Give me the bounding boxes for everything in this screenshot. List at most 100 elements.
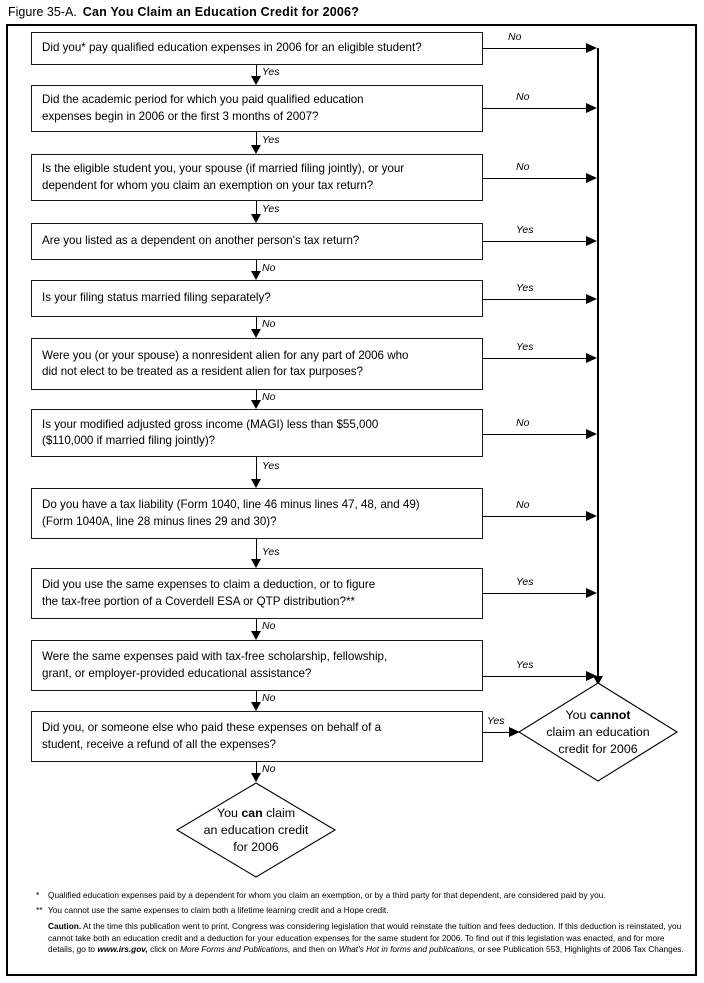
right-trunk-line xyxy=(597,48,599,684)
connector-q5-to-q6 xyxy=(256,317,257,329)
arrow-right-q7-side xyxy=(586,429,597,439)
caution-site-link[interactable]: www.irs.gov, xyxy=(97,944,148,955)
connector-q8-to-q9 xyxy=(256,539,257,559)
connector-q7-to-q8 xyxy=(256,457,257,479)
branch-label-q9-down: No xyxy=(262,620,276,632)
branch-label-q7-down: Yes xyxy=(262,460,280,472)
question-box-q5-married-separately[interactable]: Is your filing status married filing sep… xyxy=(31,280,483,317)
question-box-q4-listed-dependent[interactable]: Are you listed as a dependent on another… xyxy=(31,223,483,260)
figure-heading: Can You Claim an Education Credit for 20… xyxy=(82,5,360,19)
terminal-cannot-claim[interactable]: You cannot claim an education credit for… xyxy=(517,682,679,782)
arrow-right-q1-side xyxy=(586,43,597,53)
arrow-down-q11-to-can-claim xyxy=(251,773,261,782)
branch-label-q8-down: Yes xyxy=(262,546,280,558)
footnote-caution: Caution. At the time this publication we… xyxy=(36,921,684,956)
connector-q11-to-can-claim xyxy=(256,762,257,774)
arrow-down-q2-to-q3 xyxy=(251,145,261,154)
question-box-q3-eligible-student[interactable]: Is the eligible student you, your spouse… xyxy=(31,154,483,201)
footnote-one: * Qualified education expenses paid by a… xyxy=(36,890,684,902)
footnote-one-mark: * xyxy=(36,890,40,900)
branch-line-q1-side xyxy=(483,48,586,49)
q9-line1: Did you use the same expenses to claim a… xyxy=(42,578,376,591)
caution-link-more-forms[interactable]: More Forms and Publications, xyxy=(180,944,291,955)
q2-line1: Did the academic period for which you pa… xyxy=(42,93,364,106)
branch-label-q6-down: No xyxy=(262,391,276,403)
can-line1-bold: can xyxy=(241,805,263,820)
branch-label-q7-side: No xyxy=(516,417,530,429)
q8-line2: (Form 1040A, line 28 minus lines 29 and … xyxy=(42,514,277,528)
branch-label-q1-down: Yes xyxy=(262,66,280,78)
branch-label-q9-side: Yes xyxy=(516,576,534,588)
q7-line2: ($110,000 if married filing jointly)? xyxy=(42,434,216,447)
caution-part2: click on xyxy=(147,944,181,955)
question-box-q1-pay-expenses[interactable]: Did you* pay qualified education expense… xyxy=(31,32,483,65)
cannot-line1-bold: cannot xyxy=(589,707,631,722)
connector-q3-to-q4 xyxy=(256,201,257,214)
can-line1-prefix: You xyxy=(216,805,242,820)
terminal-can-claim-text: You can claim an education credit for 20… xyxy=(176,782,336,878)
arrow-down-q5-to-q6 xyxy=(251,329,261,338)
q6-line1: Were you (or your spouse) a nonresident … xyxy=(42,348,409,362)
q3-line1: Is the eligible student you, your spouse… xyxy=(42,162,405,175)
can-line1-suffix: claim xyxy=(262,805,296,820)
question-box-q10-scholarship[interactable]: Were the same expenses paid with tax-fre… xyxy=(31,640,483,691)
can-line3: for 2006 xyxy=(233,839,279,854)
q2-line2: expenses begin in 2006 or the first 3 mo… xyxy=(42,109,319,123)
q6-line2: did not elect to be treated as a residen… xyxy=(42,365,363,378)
connector-q10-to-q11 xyxy=(256,691,257,702)
branch-label-q5-side: Yes xyxy=(516,282,534,294)
arrow-down-trunk-to-cannot xyxy=(593,676,603,685)
terminal-cannot-claim-text: You cannot claim an education credit for… xyxy=(518,682,678,782)
branch-line-q2-side xyxy=(483,108,586,109)
arrow-down-q4-to-q5 xyxy=(251,271,261,280)
question-box-q2-academic-period[interactable]: Did the academic period for which you pa… xyxy=(31,85,483,132)
diamond-shape-cannot xyxy=(517,682,679,782)
connector-q4-to-q5 xyxy=(256,260,257,271)
question-box-q9-same-expenses-deduction[interactable]: Did you use the same expenses to claim a… xyxy=(31,568,483,619)
q11-line2: student, receive a refund of all the exp… xyxy=(42,737,276,751)
arrow-down-q6-to-q7 xyxy=(251,400,261,409)
cannot-line1-prefix: You xyxy=(565,707,590,722)
branch-line-q6-side xyxy=(483,358,586,359)
footnote-one-text: Qualified education expenses paid by a d… xyxy=(48,890,606,900)
branch-line-q7-side xyxy=(483,434,586,435)
question-box-q8-tax-liability[interactable]: Do you have a tax liability (Form 1040, … xyxy=(31,488,483,539)
q10-line1: Were the same expenses paid with tax-fre… xyxy=(42,650,388,663)
diamond-shape-can xyxy=(175,782,337,878)
terminal-can-claim[interactable]: You can claim an education credit for 20… xyxy=(175,782,337,878)
footnote-two-mark: ** xyxy=(36,904,43,915)
connector-q6-to-q7 xyxy=(256,390,257,400)
arrow-right-q9-side xyxy=(586,588,597,598)
arrow-down-q7-to-q8 xyxy=(251,479,261,488)
arrow-right-q8-side xyxy=(586,511,597,521)
q7-line1: Is your modified adjusted gross income (… xyxy=(42,417,379,431)
caution-part4: or see Publication 553, Highlights of 20… xyxy=(475,944,684,955)
caution-link-whats-hot[interactable]: What's Hot in forms and publications, xyxy=(338,944,476,955)
branch-label-q10-side: Yes xyxy=(516,659,534,671)
q11-line1: Did you, or someone else who paid these … xyxy=(42,721,382,734)
q4-line1: Are you listed as a dependent on another… xyxy=(42,234,360,248)
question-box-q11-refund[interactable]: Did you, or someone else who paid these … xyxy=(31,711,483,762)
branch-label-q10-down: No xyxy=(262,692,276,704)
q3-line2: dependent for whom you claim an exemptio… xyxy=(42,178,374,192)
q5-line1: Is your filing status married filing sep… xyxy=(42,291,271,305)
branch-line-q9-side xyxy=(483,593,586,594)
question-box-q7-magi[interactable]: Is your modified adjusted gross income (… xyxy=(31,409,483,457)
arrow-down-q9-to-q10 xyxy=(251,631,261,640)
q8-line1: Do you have a tax liability (Form 1040, … xyxy=(42,498,420,511)
arrow-right-q5-side xyxy=(586,294,597,304)
figure-number: Figure 35-A. xyxy=(8,5,77,19)
branch-line-q11-side xyxy=(483,732,509,733)
caution-label: Caution. xyxy=(48,921,82,932)
arrow-down-q8-to-q9 xyxy=(251,559,261,568)
connector-q1-to-q2 xyxy=(256,65,257,77)
branch-label-q11-down: No xyxy=(262,763,276,775)
question-box-q6-nonresident-alien[interactable]: Were you (or your spouse) a nonresident … xyxy=(31,338,483,390)
arrow-right-q2-side xyxy=(586,103,597,113)
footnote-two-text: You cannot use the same expenses to clai… xyxy=(48,904,389,915)
branch-line-q4-side xyxy=(483,241,586,242)
branch-line-q10-side xyxy=(483,676,586,677)
connector-q9-to-q10 xyxy=(256,619,257,631)
footnote-two: ** You cannot use the same expenses to c… xyxy=(36,905,684,917)
